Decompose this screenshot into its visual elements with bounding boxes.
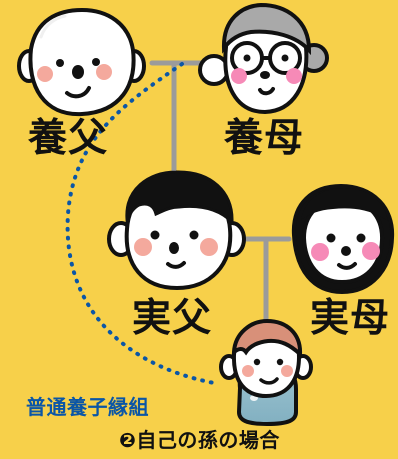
child-icon (219, 318, 313, 427)
adoptive-mother-label: 養母 (224, 116, 305, 161)
biological-father-label: 実父 (132, 296, 213, 341)
ordinary-adoption-label: 普通養子縁組 (26, 395, 149, 419)
biological-father-icon (107, 170, 246, 291)
adoptive-father-label: 養父 (28, 116, 109, 161)
case-caption: ❷自己の孫の場合 (119, 428, 280, 452)
adoptive-mother-icon (198, 2, 329, 115)
adoptive-father-icon (17, 7, 146, 117)
biological-mother-icon (291, 183, 395, 295)
biological-mother-label: 実母 (310, 296, 391, 341)
